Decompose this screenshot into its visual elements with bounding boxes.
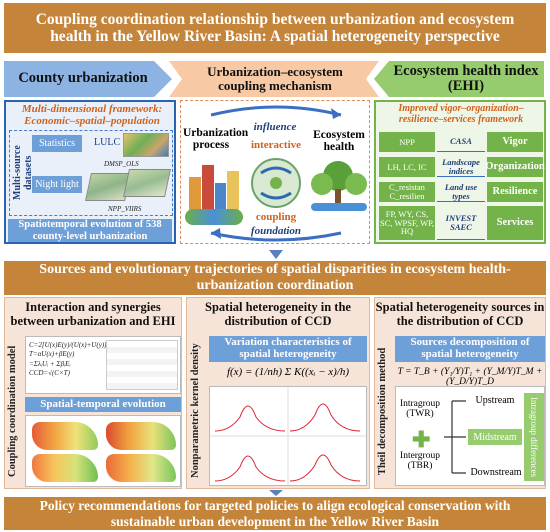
county-urbanization-panel: Multi-dimensional framework: Economic–sp… bbox=[4, 100, 176, 244]
footer-banner: Policy recommendations for targeted poli… bbox=[4, 497, 546, 530]
county-urbanization-header: County urbanization bbox=[18, 70, 148, 87]
foundation-label: foundation bbox=[250, 225, 302, 237]
intragroup-differences-box: Intragroup differences bbox=[524, 393, 544, 481]
ehi-indicator-2: C_resistan C_resilien bbox=[379, 182, 435, 202]
middle-banner: Sources and evolutionary trajectories of… bbox=[4, 261, 546, 295]
urbanization-process-label: Urbanization process bbox=[183, 127, 249, 152]
sources-decomposition-box: Sources decomposition of spatial heterog… bbox=[395, 336, 545, 362]
evolution-maps bbox=[25, 415, 181, 487]
ehi-method-3: INVEST SAEC bbox=[437, 206, 485, 240]
ccd-distribution-panel: Spatial heterogeneity in the distributio… bbox=[186, 297, 370, 489]
interaction-panel-title: Interaction and synergies between urbani… bbox=[10, 300, 176, 328]
ehi-panel: Improved vigor–organization–resilience–s… bbox=[374, 100, 546, 244]
interactive-label: interactive bbox=[250, 139, 302, 151]
upstream-label: Upstream bbox=[475, 395, 515, 406]
spatial-temporal-evolution-box: Spatial-temporal evolution bbox=[25, 397, 181, 412]
coupling-mechanism-panel: Urbanization process influence Ecosystem… bbox=[180, 100, 370, 244]
kernel-density-formula: f(x) = (1/nh) Σ K((xᵢ − x)/h) bbox=[226, 366, 350, 378]
density-plots bbox=[209, 386, 367, 486]
formula-card: C=2[U(x)E(y)/(U(x)+U(y))]T=αU(x)+βE(y)=Σ… bbox=[25, 336, 181, 394]
night-light-maps bbox=[85, 169, 171, 205]
ehi-method-0: CASA bbox=[437, 132, 485, 152]
downstream-label: Downstream bbox=[470, 467, 522, 478]
coupling-label: coupling bbox=[255, 211, 297, 223]
ehi-indicator-0: NPP bbox=[379, 132, 435, 152]
coupling-model-label: Coupling coordination model bbox=[7, 345, 18, 477]
ecosystem-icon bbox=[311, 159, 367, 211]
ehi-header: Ecosystem health index (EHI) bbox=[393, 62, 539, 94]
heterogeneity-sources-panel: Spatial heterogeneity sources in the dis… bbox=[374, 297, 546, 489]
eco-health-label: Ecosystem health bbox=[313, 129, 365, 154]
intragroup-label: Intragroup (TWR) bbox=[399, 399, 441, 420]
spatiotemporal-evolution-box: Spatiotemporal evolution of 538 county-l… bbox=[8, 219, 172, 242]
variation-characteristics-box: Variation characteristics of spatial het… bbox=[209, 336, 367, 362]
interaction-panel: Interaction and synergies between urbani… bbox=[4, 297, 182, 489]
ehi-indicator-3: FP, WY, CS, SC, WPSF, WP, HQ bbox=[379, 206, 435, 240]
ehi-method-1: Landscape indices bbox=[437, 157, 485, 177]
statistics-box: Statistics bbox=[32, 135, 82, 152]
intergroup-label: Intergroup (TBR) bbox=[400, 451, 440, 472]
kernel-density-label: Nonparametric kernel density bbox=[190, 343, 201, 479]
framework-text: Multi-dimensional framework: Economic–sp… bbox=[21, 103, 163, 128]
density-curves bbox=[210, 387, 366, 485]
ehi-dimension-2: Resilience bbox=[487, 182, 543, 202]
bracket-lines bbox=[444, 400, 466, 474]
ehi-indicator-1: LH, LC, IC bbox=[379, 157, 435, 177]
ccd-distribution-title: Spatial heterogeneity in the distributio… bbox=[205, 300, 351, 328]
coupling-mechanism-header: Urbanization–ecosystem coupling mechanis… bbox=[207, 64, 343, 93]
header-arrows bbox=[4, 61, 544, 97]
mechanism-arrows bbox=[210, 105, 342, 242]
theil-method-label: Theil decomposition method bbox=[377, 347, 388, 475]
ehi-framework-text: Improved vigor–organization–resilience–s… bbox=[398, 103, 524, 125]
ehi-dimension-3: Services bbox=[487, 206, 543, 240]
title-banner: Coupling coordination relationship betwe… bbox=[4, 3, 546, 53]
night-light-box: Night light bbox=[32, 176, 82, 193]
midstream-box: Midstream bbox=[468, 429, 522, 445]
arrow-to-middle-banner bbox=[269, 250, 283, 259]
city-icon bbox=[189, 159, 239, 211]
ehi-dimension-0: Vigor bbox=[487, 132, 543, 152]
lulc-map-thumbnail bbox=[123, 133, 169, 157]
ehi-method-2: Land use types bbox=[437, 182, 485, 202]
heterogeneity-sources-title: Spatial heterogeneity sources in the dis… bbox=[375, 300, 545, 328]
arrow-to-footer bbox=[269, 490, 283, 496]
decomposition-diagram: Intragroup (TWR) ✚ Intergroup (TBR) Upst… bbox=[395, 386, 545, 486]
ehi-dimension-1: Organization bbox=[485, 157, 545, 177]
npp-viirs-label: NPP_VIIRS bbox=[108, 205, 142, 213]
lulc-label: LULC bbox=[94, 137, 121, 148]
plus-icon: ✚ bbox=[412, 427, 431, 452]
dmsp-label: DMSP_OLS bbox=[104, 160, 139, 168]
page-title: Coupling coordination relationship betwe… bbox=[35, 10, 515, 45]
river-icon bbox=[185, 209, 243, 225]
theil-formula: T = T_B + (Y₁/Y)T₁ + (Y_M/Y)T_M + (Y_D/Y… bbox=[397, 367, 543, 387]
multi-source-label: Multi-source datasets bbox=[12, 145, 34, 201]
influence-label: influence bbox=[253, 121, 297, 133]
